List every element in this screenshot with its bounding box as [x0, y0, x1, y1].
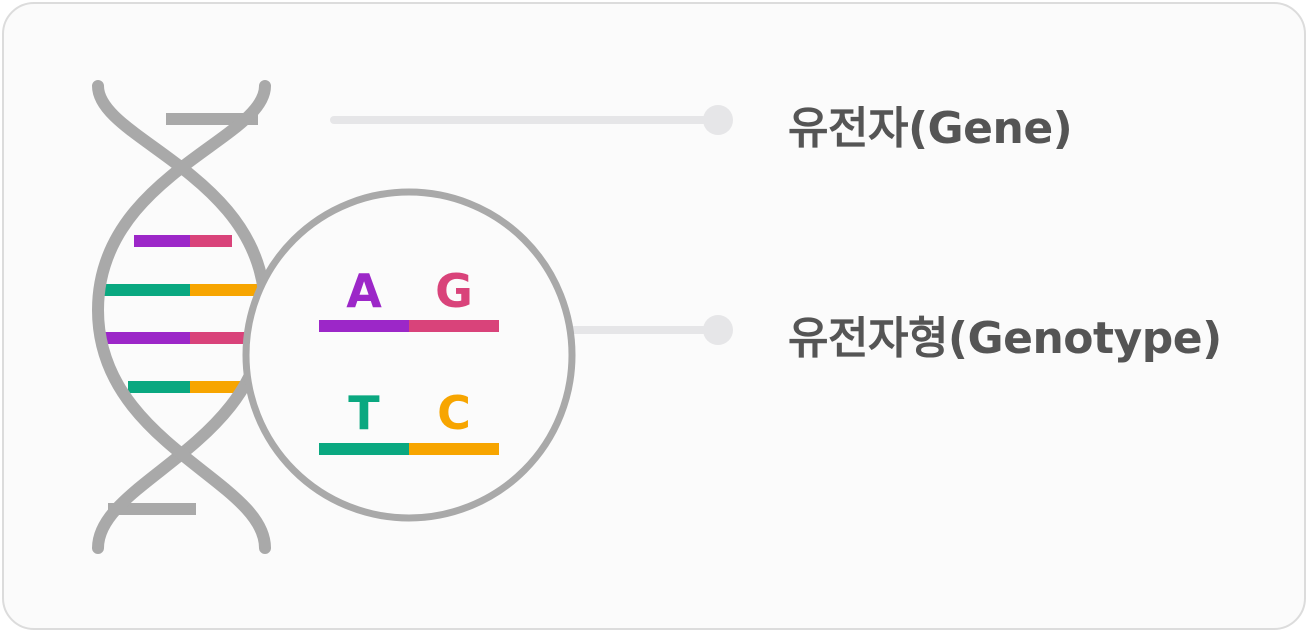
base-letter-c: C	[437, 386, 471, 440]
base-bar-t	[319, 443, 409, 455]
genotype-label: 유전자형(Genotype)	[788, 313, 1222, 364]
base-letter-g: G	[435, 264, 473, 318]
gene-label: 유전자(Gene)	[788, 103, 1073, 154]
base-bar-g	[409, 320, 499, 332]
zoom-circle	[242, 188, 576, 522]
base-pairs-zoomed: A G T C	[319, 264, 499, 455]
base-letter-a: A	[346, 264, 382, 318]
helix-strands	[91, 80, 272, 554]
strand-right	[91, 80, 271, 554]
genotype-connector-dot	[703, 315, 733, 345]
strand-left	[92, 80, 272, 554]
base-bar-a	[319, 320, 409, 332]
connectors	[330, 105, 733, 345]
gene-connector-dot	[703, 105, 733, 135]
base-letter-t: T	[348, 386, 380, 440]
base-bar-c	[409, 443, 499, 455]
